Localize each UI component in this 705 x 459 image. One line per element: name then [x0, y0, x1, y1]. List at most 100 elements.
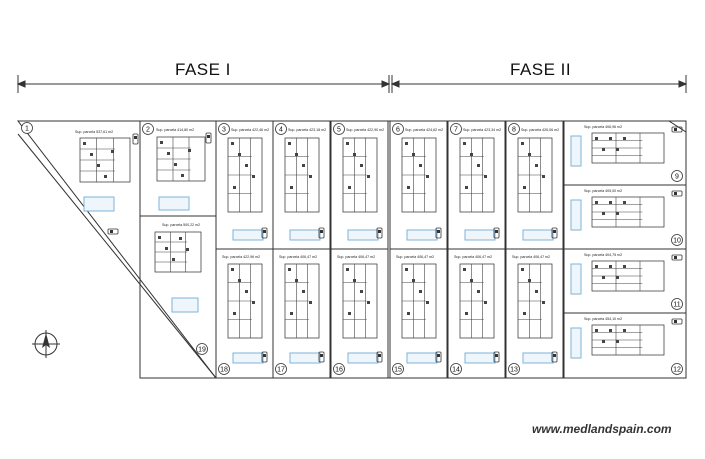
- furniture-mark: [288, 142, 291, 145]
- plot-number-circle: [392, 123, 404, 135]
- furniture-mark: [609, 329, 612, 332]
- car-body: [261, 351, 268, 363]
- arrow-head: [16, 80, 26, 88]
- plot-area-label: Sup. parcela 414,80 m2: [156, 128, 194, 132]
- plot-number-circle: [21, 122, 33, 134]
- car-window: [437, 354, 440, 357]
- furniture-mark: [602, 148, 605, 151]
- car-window: [207, 135, 210, 138]
- furniture-mark: [542, 301, 545, 304]
- car-icon: [261, 227, 268, 239]
- car-body: [318, 351, 325, 363]
- plot-area-label: Sup. parcela 406,47 m2: [454, 255, 492, 259]
- plot-area-label: Sup. parcela 405,00 m2: [584, 189, 622, 193]
- car-body: [107, 228, 119, 235]
- house-floor-plan: [517, 137, 553, 213]
- plot-number-circle: [275, 363, 287, 375]
- furniture-mark: [407, 312, 410, 315]
- north-arrow-icon: [32, 330, 60, 358]
- furniture-mark: [528, 279, 531, 282]
- furniture-mark: [609, 137, 612, 140]
- plot-number-circle: [671, 170, 683, 182]
- pool: [464, 229, 496, 241]
- plot-number: 9: [675, 174, 679, 181]
- pool: [464, 352, 496, 364]
- plot-number: 5: [337, 127, 341, 134]
- furniture-mark: [465, 186, 468, 189]
- phase-1-label: FASE I: [175, 60, 231, 79]
- car-body: [493, 227, 500, 239]
- car-window: [110, 230, 113, 233]
- furniture-mark: [419, 164, 422, 167]
- plot-area-label: Sup. parcela 537,61 m2: [75, 130, 113, 134]
- plot-area-label: Sup. parcela 404,75 m2: [584, 253, 622, 257]
- house-floor-plan: [591, 132, 665, 164]
- plot-number-circle: [142, 123, 154, 135]
- phase-dimension-lines: [16, 75, 688, 93]
- arrow-head: [390, 80, 400, 88]
- furniture-mark: [595, 201, 598, 204]
- car-window: [378, 230, 381, 233]
- furniture-mark: [167, 152, 170, 155]
- plot-number-circle: [218, 123, 230, 135]
- car-icon: [376, 351, 383, 363]
- furniture-mark: [348, 186, 351, 189]
- furniture-mark: [412, 153, 415, 156]
- plot-number: 3: [222, 127, 226, 134]
- furniture-mark: [309, 175, 312, 178]
- plot-number-circle: [450, 363, 462, 375]
- plot-number: 16: [335, 367, 343, 374]
- house-floor-plan: [284, 137, 320, 213]
- car-window: [320, 230, 323, 233]
- plot-boundary: [563, 120, 687, 186]
- plot-area-label: Sup. parcela 423,18 m2: [288, 128, 326, 132]
- furniture-mark: [346, 268, 349, 271]
- furniture-mark: [595, 265, 598, 268]
- furniture-mark: [623, 137, 626, 140]
- furniture-mark: [309, 301, 312, 304]
- car-icon: [318, 227, 325, 239]
- car-body: [551, 227, 558, 239]
- car-body: [671, 254, 683, 261]
- plot-number-circle: [392, 363, 404, 375]
- furniture-mark: [290, 312, 293, 315]
- plot-number: 8: [512, 127, 516, 134]
- furniture-mark: [346, 142, 349, 145]
- car-icon: [493, 227, 500, 239]
- furniture-mark: [602, 212, 605, 215]
- furniture-mark: [231, 268, 234, 271]
- furniture-mark: [245, 164, 248, 167]
- plot-area-label: Sup. parcela 454,10 m2: [584, 317, 622, 321]
- furniture-mark: [463, 142, 466, 145]
- pool: [522, 229, 554, 241]
- furniture-mark: [97, 164, 100, 167]
- arrow-head: [678, 80, 688, 88]
- car-window: [553, 230, 556, 233]
- plot-area-label: Sup. parcela 406,47 m2: [279, 255, 317, 259]
- furniture-mark: [360, 290, 363, 293]
- plot-number-circle: [333, 123, 345, 135]
- pool: [289, 352, 321, 364]
- car-icon: [493, 351, 500, 363]
- car-icon: [551, 227, 558, 239]
- plot-number-circle: [671, 363, 683, 375]
- car-icon: [671, 254, 683, 261]
- car-icon: [435, 227, 442, 239]
- car-window: [263, 354, 266, 357]
- furniture-mark: [165, 247, 168, 250]
- house-floor-plan: [459, 263, 495, 339]
- car-body: [376, 351, 383, 363]
- furniture-mark: [623, 329, 626, 332]
- furniture-mark: [238, 153, 241, 156]
- pool: [347, 352, 379, 364]
- plot-area-label: Sup. parcela 426,06 m2: [521, 128, 559, 132]
- plot-number: 11: [673, 302, 680, 309]
- furniture-mark: [160, 141, 163, 144]
- house-floor-plan: [342, 263, 378, 339]
